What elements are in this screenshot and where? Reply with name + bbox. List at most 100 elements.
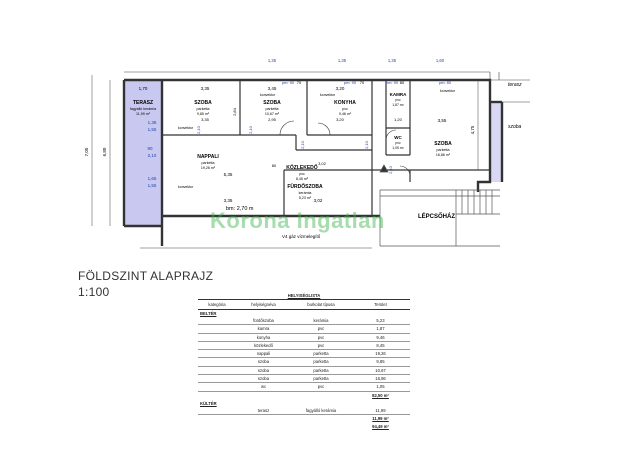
dim-inner-1: 2,84 (232, 107, 237, 116)
table-cell: közlekedő (254, 342, 273, 348)
room-area-kozlekedo: 8,45 m² (296, 177, 309, 181)
dim-top-small-4: 1,60 (436, 58, 445, 63)
table-cell (198, 342, 236, 349)
dim-inner-12: 1,20 (394, 117, 403, 122)
table-cell: fürdőszoba (253, 318, 274, 323)
dim-inner-2: 2,10 (196, 125, 201, 134)
dim-inner-4: 2,10 (300, 140, 305, 149)
table-cell: 10,67 (375, 367, 386, 373)
room-floor-wc: pvc (395, 141, 401, 145)
dim-pm-2: pm: 90 (344, 80, 357, 85)
table-cell (198, 358, 236, 365)
dim-top-3: 3,45 (268, 86, 277, 91)
room-floor-szoba1: parketta (197, 107, 210, 111)
walls (122, 78, 504, 246)
section-inside: BELTÉR (200, 311, 217, 316)
watermark: Korona Ingatlan (210, 208, 385, 233)
label-konvektor-1: konvektor (178, 126, 194, 130)
inside-total-value: 82,50 m² (372, 392, 389, 398)
dim-pm-1: pm: 90 (282, 80, 295, 85)
plan-title: FÖLDSZINT ALAPRAJZ (78, 269, 214, 283)
grand-total-value: 94,49 m² (372, 423, 389, 429)
label-konvektor-2: konvektor (260, 93, 276, 97)
table-cell: fagyálló kerámia (305, 407, 337, 413)
dim-inner-3: 2,10 (248, 125, 253, 134)
room-floor-szoba3: parketta (437, 148, 450, 152)
table-cell (198, 375, 236, 382)
dim-top-small-1: 1,35 (268, 58, 277, 63)
dim-top-70-2: 70 (360, 80, 365, 85)
col-header: helyiségnéva (251, 302, 276, 307)
table-cell: 5,23 (376, 318, 385, 323)
room-fill-terasz (124, 80, 162, 226)
staircase (379, 164, 500, 247)
table-cell: kerámia (313, 318, 329, 323)
section-outside: KÜLTÉR (200, 400, 217, 406)
room-name-kozlekedo: KÖZLEKEDŐ (286, 164, 318, 171)
dimension-lines (91, 71, 490, 249)
dim-overall: 6,80 (102, 147, 107, 156)
room-name-konyha: KONYHA (334, 100, 356, 106)
dim-top-80: 80 (400, 80, 405, 85)
room-fill-szoba-right (490, 102, 502, 182)
dim-left-1: 1,35 (148, 120, 157, 125)
room-name-szoba3: SZOBA (434, 141, 452, 147)
room-area-furdo: 5,23 m² (299, 196, 312, 200)
table-row: nappali parketta 19,26 (198, 350, 410, 359)
dim-inner-10: 80 (272, 163, 277, 168)
plan-scale: 1:100 (78, 285, 110, 299)
room-area-terasz: 11,99 m² (136, 112, 151, 116)
grand-total: 94,49 m² (198, 423, 410, 431)
dim-bottom-1: 5,35 (224, 172, 233, 177)
table-cell: parketta (313, 351, 329, 357)
room-area-wc: 1,05 m² (392, 146, 404, 150)
room-floor-terasz: fagyálló kerámia (130, 107, 156, 111)
table-cell (198, 350, 236, 357)
table-cell: 11,99 (375, 407, 386, 413)
dim-inner-7: 2,95 (268, 117, 277, 122)
table-cell: parketta (313, 376, 329, 382)
label-szoba-right: szoba (508, 124, 522, 130)
room-floor-kozlekedo: pvc (299, 172, 305, 176)
room-floor-furdo: kerámia (299, 191, 312, 195)
table-cell: szoba (257, 359, 270, 365)
room-floor-szoba2: parketta (266, 107, 279, 111)
dim-top-1: 1,70 (139, 86, 148, 91)
room-name-terasz: TERASZ (133, 100, 153, 106)
table-cell: kamra (257, 326, 270, 332)
dim-inner-8: 3,20 (336, 117, 345, 122)
col-header: Terület (374, 302, 387, 307)
table-cell: nappali (256, 351, 271, 357)
dim-top-5: 3,55 (438, 118, 447, 123)
table-cell: 8,45 (376, 342, 385, 348)
floor-plan: TERASZ fagyálló kerámia 11,99 m² SZOBA p… (84, 58, 530, 249)
table-cell: 9,46 (376, 334, 385, 340)
room-area-kamra: 1,87 m² (392, 103, 404, 107)
table-cell: 1,87 (376, 326, 385, 332)
table-row: kamra pvc 1,87 (198, 325, 410, 334)
table-cell: parketta (313, 367, 329, 373)
dim-left-4: 2,10 (148, 153, 157, 158)
room-name-wc: WC (394, 135, 402, 140)
table-cell: 19,26 (375, 351, 386, 357)
room-fill-interior (162, 80, 490, 216)
outside-total-value: 11,99 m² (372, 415, 389, 421)
dim-left-2: 1,55 (148, 127, 157, 132)
dim-overall-2: 7,05 (84, 147, 89, 156)
dim-bottom-2: 3,02 (314, 198, 323, 203)
label-lepcsohaz: LÉPCSŐHÁZ (418, 212, 455, 220)
table-cell: pvc (317, 326, 325, 332)
dim-left-6: 1,55 (148, 183, 157, 188)
room-area-szoba3: 16,86 m² (436, 153, 451, 157)
inner-walls (162, 80, 490, 216)
label-terasz-right: terasz (508, 82, 522, 88)
room-area-szoba1: 9,85 m² (197, 112, 210, 116)
room-list-table: HELYISÉGLISTA kategória helyiségnéva bur… (198, 292, 410, 431)
dim-right: 4,75 (470, 125, 475, 134)
table-cell: szoba (257, 376, 270, 382)
table-cell: pvc (317, 342, 325, 348)
